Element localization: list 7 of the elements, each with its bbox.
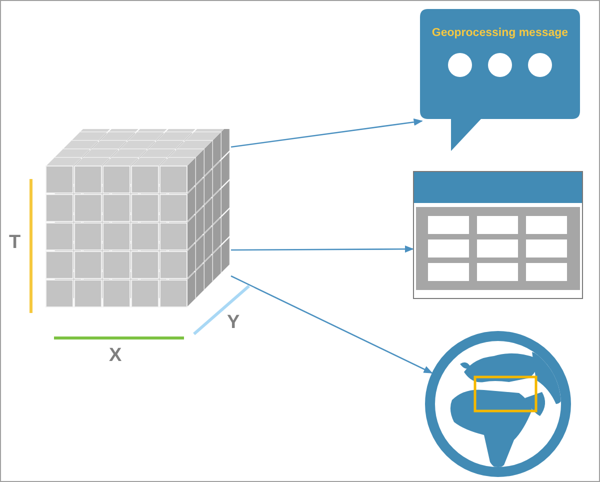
arrow	[230, 118, 423, 148]
arrow	[230, 275, 433, 374]
axis-label: X	[109, 346, 122, 365]
message-text: Geoprocessing message	[430, 27, 570, 39]
arrow	[231, 245, 414, 253]
axis-label: Y	[227, 313, 240, 332]
axis-label: T	[9, 233, 21, 252]
